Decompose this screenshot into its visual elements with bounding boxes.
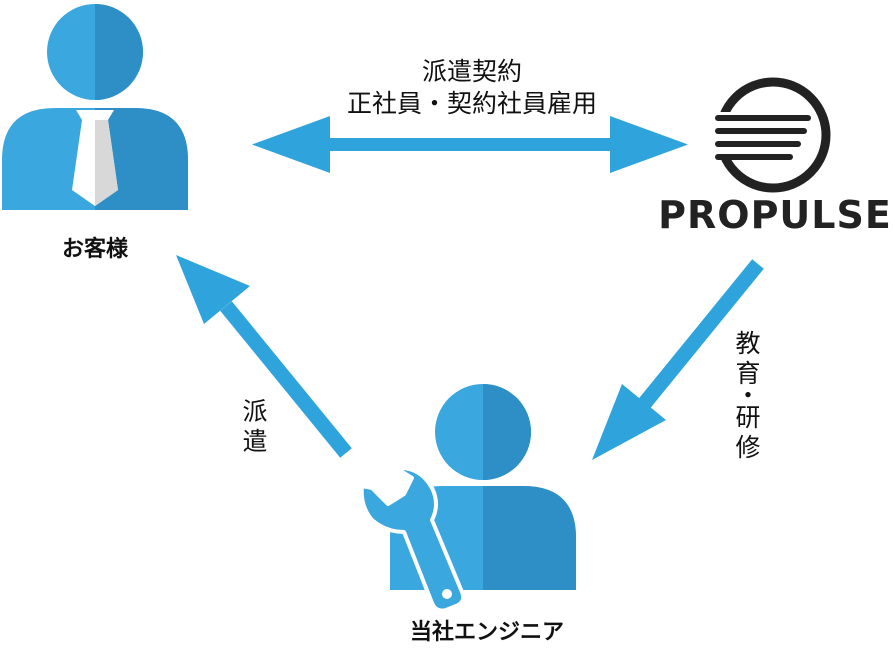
contract-label-line1: 派遣契約 [422, 57, 522, 86]
propulse-logo-icon [712, 77, 831, 193]
wrench-icon [359, 465, 466, 613]
propulse-wordmark: PROPULSE [658, 193, 892, 237]
training-label-char1: 教 [735, 329, 760, 358]
training-label-char3: ・ [735, 381, 760, 410]
training-arrow [592, 259, 764, 460]
training-label-char2: 育 [735, 359, 760, 388]
dispatch-arrow [176, 255, 352, 458]
customer-person-icon [2, 4, 188, 210]
dispatch-label-char2: 遣 [242, 427, 267, 456]
contract-label-line2: 正社員・契約社員雇用 [347, 89, 597, 118]
training-label-char4: 研 [735, 403, 760, 432]
training-label-char5: 修 [735, 433, 760, 462]
customer-label: お客様 [62, 236, 129, 262]
engineer-label: 当社エンジニア [410, 619, 564, 645]
contract-double-arrow [252, 116, 688, 173]
dispatch-label-char1: 派 [242, 397, 267, 426]
necktie-icon [72, 110, 118, 206]
